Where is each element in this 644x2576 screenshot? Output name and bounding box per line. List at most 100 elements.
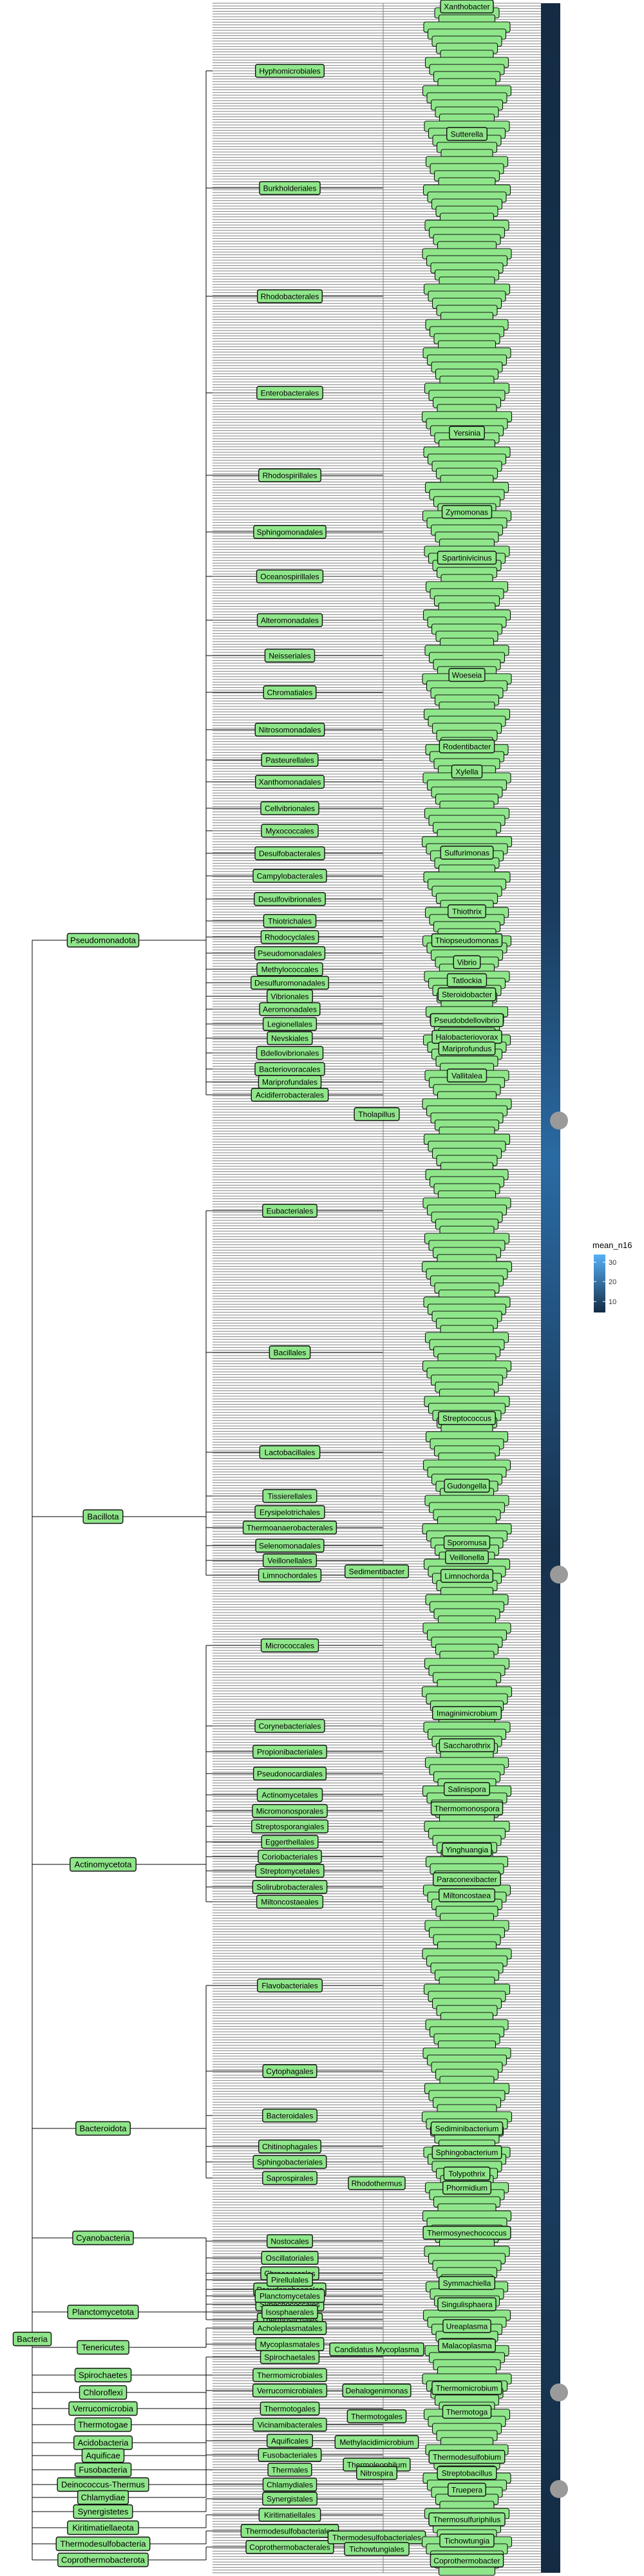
heat-strip [541,3,568,2573]
order-label: Pirellulales [267,2273,314,2287]
order-label: Vibrionales [267,989,314,1003]
genus-label: Coprothermobacter [430,2553,504,2568]
genus-label: Veillonella [445,1550,489,1564]
genus-label-text: Xanthobacter [444,2,489,11]
order-label: Campylobacterales [252,869,327,883]
node-labels: HyphomicrobialesBurkholderialesRhodobact… [12,64,426,2568]
order-label-text: Thermodesulfobacteriales [245,2526,334,2535]
phylum-label-text: Planctomycetota [72,2307,135,2317]
order-label: Veillonellales [262,1553,317,1567]
order-label-text: Legionellales [267,1019,312,1028]
genus-label: Xylella [451,764,483,779]
order-label: Burkholderiales [259,181,321,195]
order-label-text: Solirubrobacterales [256,1882,323,1891]
order-label-text: Chlamydiales [267,2480,313,2489]
order-label: Eggerthellales [261,1835,319,1849]
order-label-text: Acidiferrobacterales [256,1090,324,1099]
order-label-text: Micromonosporales [256,1806,324,1815]
order-label: Streptosporangiales [251,1819,328,1833]
genus-label: Yersinia [449,426,485,440]
phylum-label-text: Cyanobacteria [76,2233,131,2243]
genus-label-text: Gudongella [447,1481,487,1490]
order-label: Flavobacteriales [257,1978,323,1993]
order-label: Acidiferrobacterales [251,1088,329,1102]
phylum-label: Coprothermobacterota [57,2552,149,2568]
genus-label: Tolypothrix [443,2166,491,2181]
intermediate-label-text: Candidatus Mycoplasma [334,2345,419,2354]
order-label-text: Sphingomonadales [257,527,323,536]
phylum-label-text: Spirochaetes [79,2371,128,2380]
order-label: Nevskiales [267,1031,313,1045]
genus-label: Spartinivicinus [437,551,497,565]
genus-label: Sphingobacterium [431,2145,502,2159]
order-label-text: Campylobacterales [257,871,323,880]
order-label-text: Rhodocyclales [265,933,315,942]
phylum-label-text: Actinomycetota [75,1860,133,1870]
order-label: Pseudomonadales [254,946,326,960]
order-label-text: Burkholderiales [263,184,317,193]
genus-label-text: Vibrio [457,958,477,967]
intermediate-label: Tholapillus [354,1107,400,1121]
genus-label: Halobacteriovorax [431,1030,502,1044]
genus-label: Thermodesulfobium [428,2450,506,2464]
order-label-text: Streptosporangiales [256,1822,325,1831]
phylum-label-text: Pseudomonadota [70,936,137,945]
order-label: Enterobacterales [256,386,323,400]
genus-label-text: Yersinia [453,428,481,437]
order-label: Sphingobacteriales [252,2155,327,2169]
genus-label: Thiopseudomonas [431,933,503,947]
genus-label-text: Thermomonospora [434,1804,500,1813]
legend-tick-label: 10 [609,1298,616,1306]
order-label: Thermoanaerobacterales [242,1520,337,1535]
phylum-label: Chlamydiae [77,2490,129,2505]
phylum-label-text: Aquificae [86,2451,120,2461]
order-label-text: Erysipelotrichales [260,1508,320,1517]
phylum-label: Actinomycetota [70,1857,137,1872]
genus-label-text: Veillonella [450,1553,484,1562]
phylum-label: Kiritimatiellaeota [67,2520,139,2535]
genus-label-text: Thermotoga [446,2407,488,2416]
genus-label-text: Vallitalea [451,1071,482,1080]
order-label-text: Nostocales [270,2237,308,2246]
phylum-label: Spirochaetes [74,2367,132,2383]
order-label: Oceanospirillales [256,569,324,583]
phylum-label: Acidobacteria [73,2435,133,2450]
intermediate-label-text: Dehalogenimonas [346,2386,408,2395]
genus-label: Paraconexibacter [432,1872,502,1886]
order-label: Eubacteriales [262,1204,317,1218]
genus-label: Salinispora [444,1782,491,1796]
order-label-text: Limnochordales [263,1571,317,1580]
genus-label-text: Streptococcus [442,1414,491,1423]
order-label: Pasteurellales [261,753,319,767]
phylum-label-text: Tenericutes [82,2343,125,2353]
order-label: Bacillales [269,1345,311,1359]
intermediate-label-text: Tholapillus [358,1110,395,1119]
order-label: Tissierellales [262,1489,317,1503]
order-label: Bdellovibrionales [256,1046,324,1060]
order-label-text: Eggerthellales [265,1837,314,1846]
heat-strip-cells [541,3,560,2573]
order-label-text: Thermoanaerobacterales [247,1523,333,1532]
genus-label: Steroidobacter [437,987,497,1001]
order-label-text: Flavobacteriales [261,1981,317,1990]
order-label: Coriobacteriales [258,1850,322,1864]
genus-label-text: Woeseia [452,670,482,679]
genus-label-text: Sutterella [451,129,484,138]
order-label: Limnochordales [258,1568,322,1582]
order-label: Thermotogales [260,2401,320,2416]
order-label: Synergistales [262,2492,317,2506]
genus-label: Ureaplasma [442,2319,491,2333]
genus-label: Vibrio [453,955,481,969]
genus-label-text: Imaginimicrobium [437,1709,497,1718]
genus-label: Sporomusa [443,1535,491,1549]
genus-label-text: Xylella [455,767,478,776]
order-label: Vicinamibacterales [252,2418,327,2432]
intermediate-label: Thermotogales [346,2409,407,2423]
root-label-text: Bacteria [17,2334,48,2344]
order-label: Miltoncostaeales [256,1895,324,1909]
order-label: Aquificales [267,2434,314,2448]
phylum-label-text: Acidobacteria [78,2438,129,2448]
phylum-label: Thermodesulfobacteria [55,2536,151,2552]
order-label: Isosphaerales [261,2305,318,2319]
